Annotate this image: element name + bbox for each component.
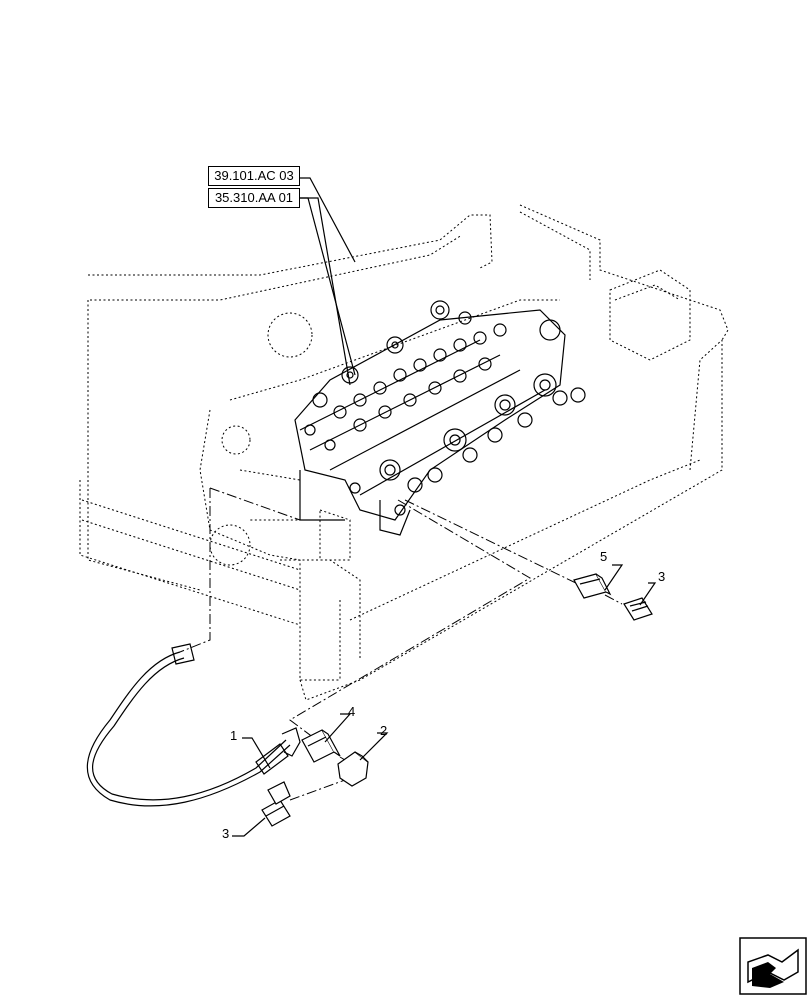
reference-leaders — [300, 177, 356, 386]
machine-frame — [79, 204, 729, 701]
hose-part-1 — [86, 643, 301, 807]
reference-label-35-310[interactable]: 35.310.AA 01 — [208, 188, 300, 208]
callout-3-lower: 3 — [222, 826, 230, 841]
reference-label-39-101[interactable]: 39.101.AC 03 — [208, 166, 300, 186]
callout-5: 5 — [600, 549, 608, 564]
fitting-part-5 — [573, 573, 612, 599]
fitting-part-3-upper — [623, 597, 653, 621]
callout-leaders — [232, 564, 657, 837]
fitting-part-4 — [301, 729, 341, 763]
callout-3-upper: 3 — [658, 569, 666, 584]
callout-2: 2 — [380, 723, 388, 738]
fitting-part-2 — [337, 751, 369, 787]
next-page-arrow-icon[interactable] — [739, 937, 807, 995]
callout-1: 1 — [230, 728, 238, 743]
routing-lines — [179, 487, 623, 801]
fitting-part-3-lower — [261, 781, 291, 827]
control-valve-assembly — [294, 300, 586, 536]
callout-4: 4 — [348, 704, 356, 719]
